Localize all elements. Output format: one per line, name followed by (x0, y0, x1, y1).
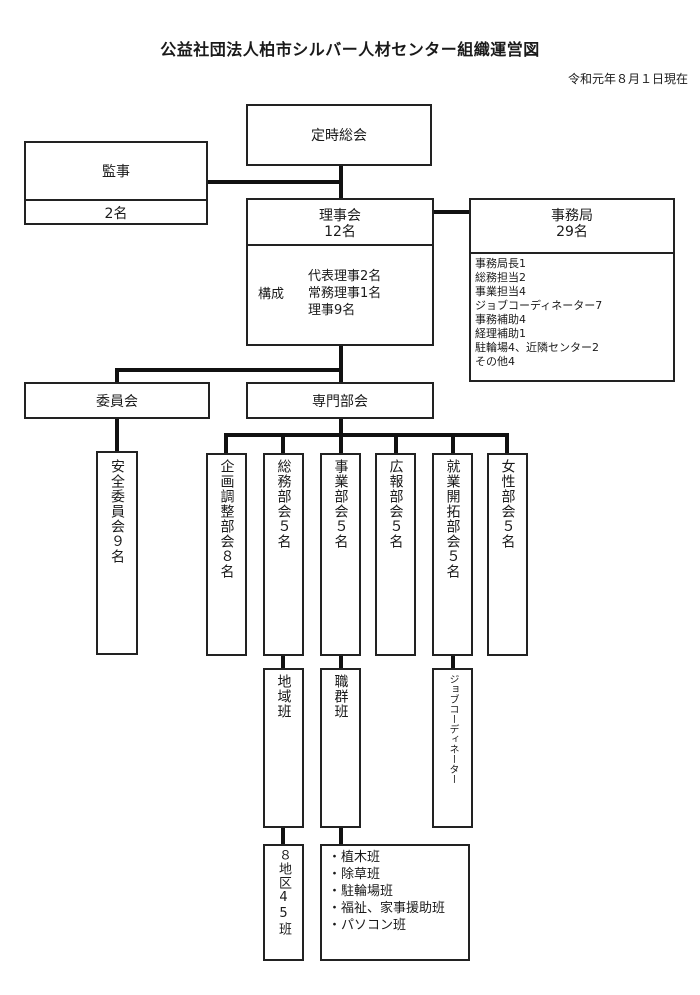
secretariat-member: 事務補助4 (475, 313, 526, 326)
connector-line (281, 433, 285, 455)
connector-line (224, 433, 228, 455)
committee-box: 委員会 (24, 382, 210, 419)
connector-line (115, 417, 119, 453)
subcommittee-planning: 企画調整部会８名 (206, 453, 247, 656)
job-team-list-box: ・植木班 ・除草班 ・駐輪場班 ・福祉、家事援助班 ・パソコン班 (320, 844, 470, 961)
composition-line: 理事9名 (308, 303, 356, 318)
area-team-label: 地域班 (275, 674, 292, 719)
job-team-label: 職群班 (332, 674, 349, 719)
subcommittee-women: 女性部会５名 (487, 453, 528, 656)
safety-committee-box: 安全委員会９名 (96, 451, 138, 655)
area-team-box: 地域班 (263, 668, 304, 828)
general-meeting-label: 定時総会 (311, 128, 367, 144)
job-team-item: ・駐輪場班 (328, 884, 394, 899)
committee-label: 委員会 (96, 393, 138, 410)
composition-line: 代表理事2名 (308, 269, 382, 284)
connector-line (115, 368, 119, 384)
area-detail-label: ８地区45班 (276, 848, 291, 936)
job-team-item: ・除草班 (328, 867, 381, 882)
subcommittee-label: 女性部会５名 (499, 459, 516, 549)
connector-line (206, 180, 343, 184)
coordinator-box: ジョブコーディネーター (432, 668, 473, 828)
secretariat-member: 経理補助1 (475, 327, 526, 340)
secretariat-member: ジョブコーディネーター7 (475, 299, 603, 312)
connector-line (281, 654, 285, 670)
subcommittee-business: 事業部会５名 (320, 453, 361, 656)
job-team-item: ・パソコン班 (328, 918, 407, 933)
job-team-box: 職群班 (320, 668, 361, 828)
general-meeting-box: 定時総会 (246, 104, 432, 166)
connector-line (339, 344, 343, 384)
secretariat-box: 事務局 29名 事務局長1 総務担当2 事業担当4 ジョブコーディネーター7 事… (469, 198, 675, 382)
connector-line (433, 210, 471, 214)
area-detail-box: ８地区45班 (263, 844, 304, 961)
secretariat-member: 事務局長1 (475, 257, 526, 270)
secretariat-member: 駐輪場4、近隣センター2 (475, 341, 599, 354)
subcommittee-pr: 広報部会５名 (375, 453, 416, 656)
secretariat-member: 事業担当4 (475, 285, 526, 298)
subcommittee-label: 広報部会５名 (387, 459, 404, 549)
safety-committee-label: 安全委員会９名 (109, 459, 125, 564)
board-count: 12名 (324, 224, 356, 240)
auditor-count: 2名 (104, 206, 128, 222)
subcommittee-label: 就業開拓部会５名 (444, 459, 461, 579)
subcommittee-label: 企画調整部会８名 (218, 459, 235, 579)
auditor-label: 監事 (102, 164, 130, 180)
secretariat-label: 事務局 (551, 208, 593, 224)
connector-line (115, 368, 343, 372)
page-title: 公益社団法人柏市シルバー人材センター組織運営図 (160, 40, 540, 59)
connector-line (394, 433, 398, 455)
connector-line (451, 654, 455, 670)
secretariat-member: その他4 (475, 355, 515, 368)
composition-label: 構成 (258, 287, 285, 302)
connector-line (281, 826, 285, 846)
connector-line (224, 433, 509, 437)
date-label: 令和元年８月１日現在 (567, 72, 688, 86)
board-label: 理事会 (319, 208, 361, 224)
connector-line (339, 654, 343, 670)
connector-line (339, 417, 343, 435)
subcommittee-general-affairs: 総務部会５名 (263, 453, 304, 656)
secretariat-count: 29名 (556, 224, 588, 240)
subcommittee-label: 事業部会５名 (332, 459, 349, 549)
connector-line (505, 433, 509, 455)
board-box: 理事会 12名 構成 代表理事2名 常務理事1名 理事9名 (246, 198, 434, 346)
connector-line (339, 826, 343, 846)
specialist-label: 専門部会 (312, 393, 368, 410)
composition-line: 常務理事1名 (308, 286, 382, 301)
coordinator-label: ジョブコーディネーター (447, 674, 458, 784)
subcommittee-label: 総務部会５名 (275, 459, 292, 549)
job-team-item: ・植木班 (328, 850, 381, 865)
job-team-item: ・福祉、家事援助班 (328, 901, 446, 916)
secretariat-member: 総務担当2 (475, 271, 526, 284)
connector-line (339, 433, 343, 455)
specialist-box: 専門部会 (246, 382, 434, 419)
auditor-box: 監事 2名 (24, 141, 208, 225)
connector-line (451, 433, 455, 455)
subcommittee-job-development: 就業開拓部会５名 (432, 453, 473, 656)
